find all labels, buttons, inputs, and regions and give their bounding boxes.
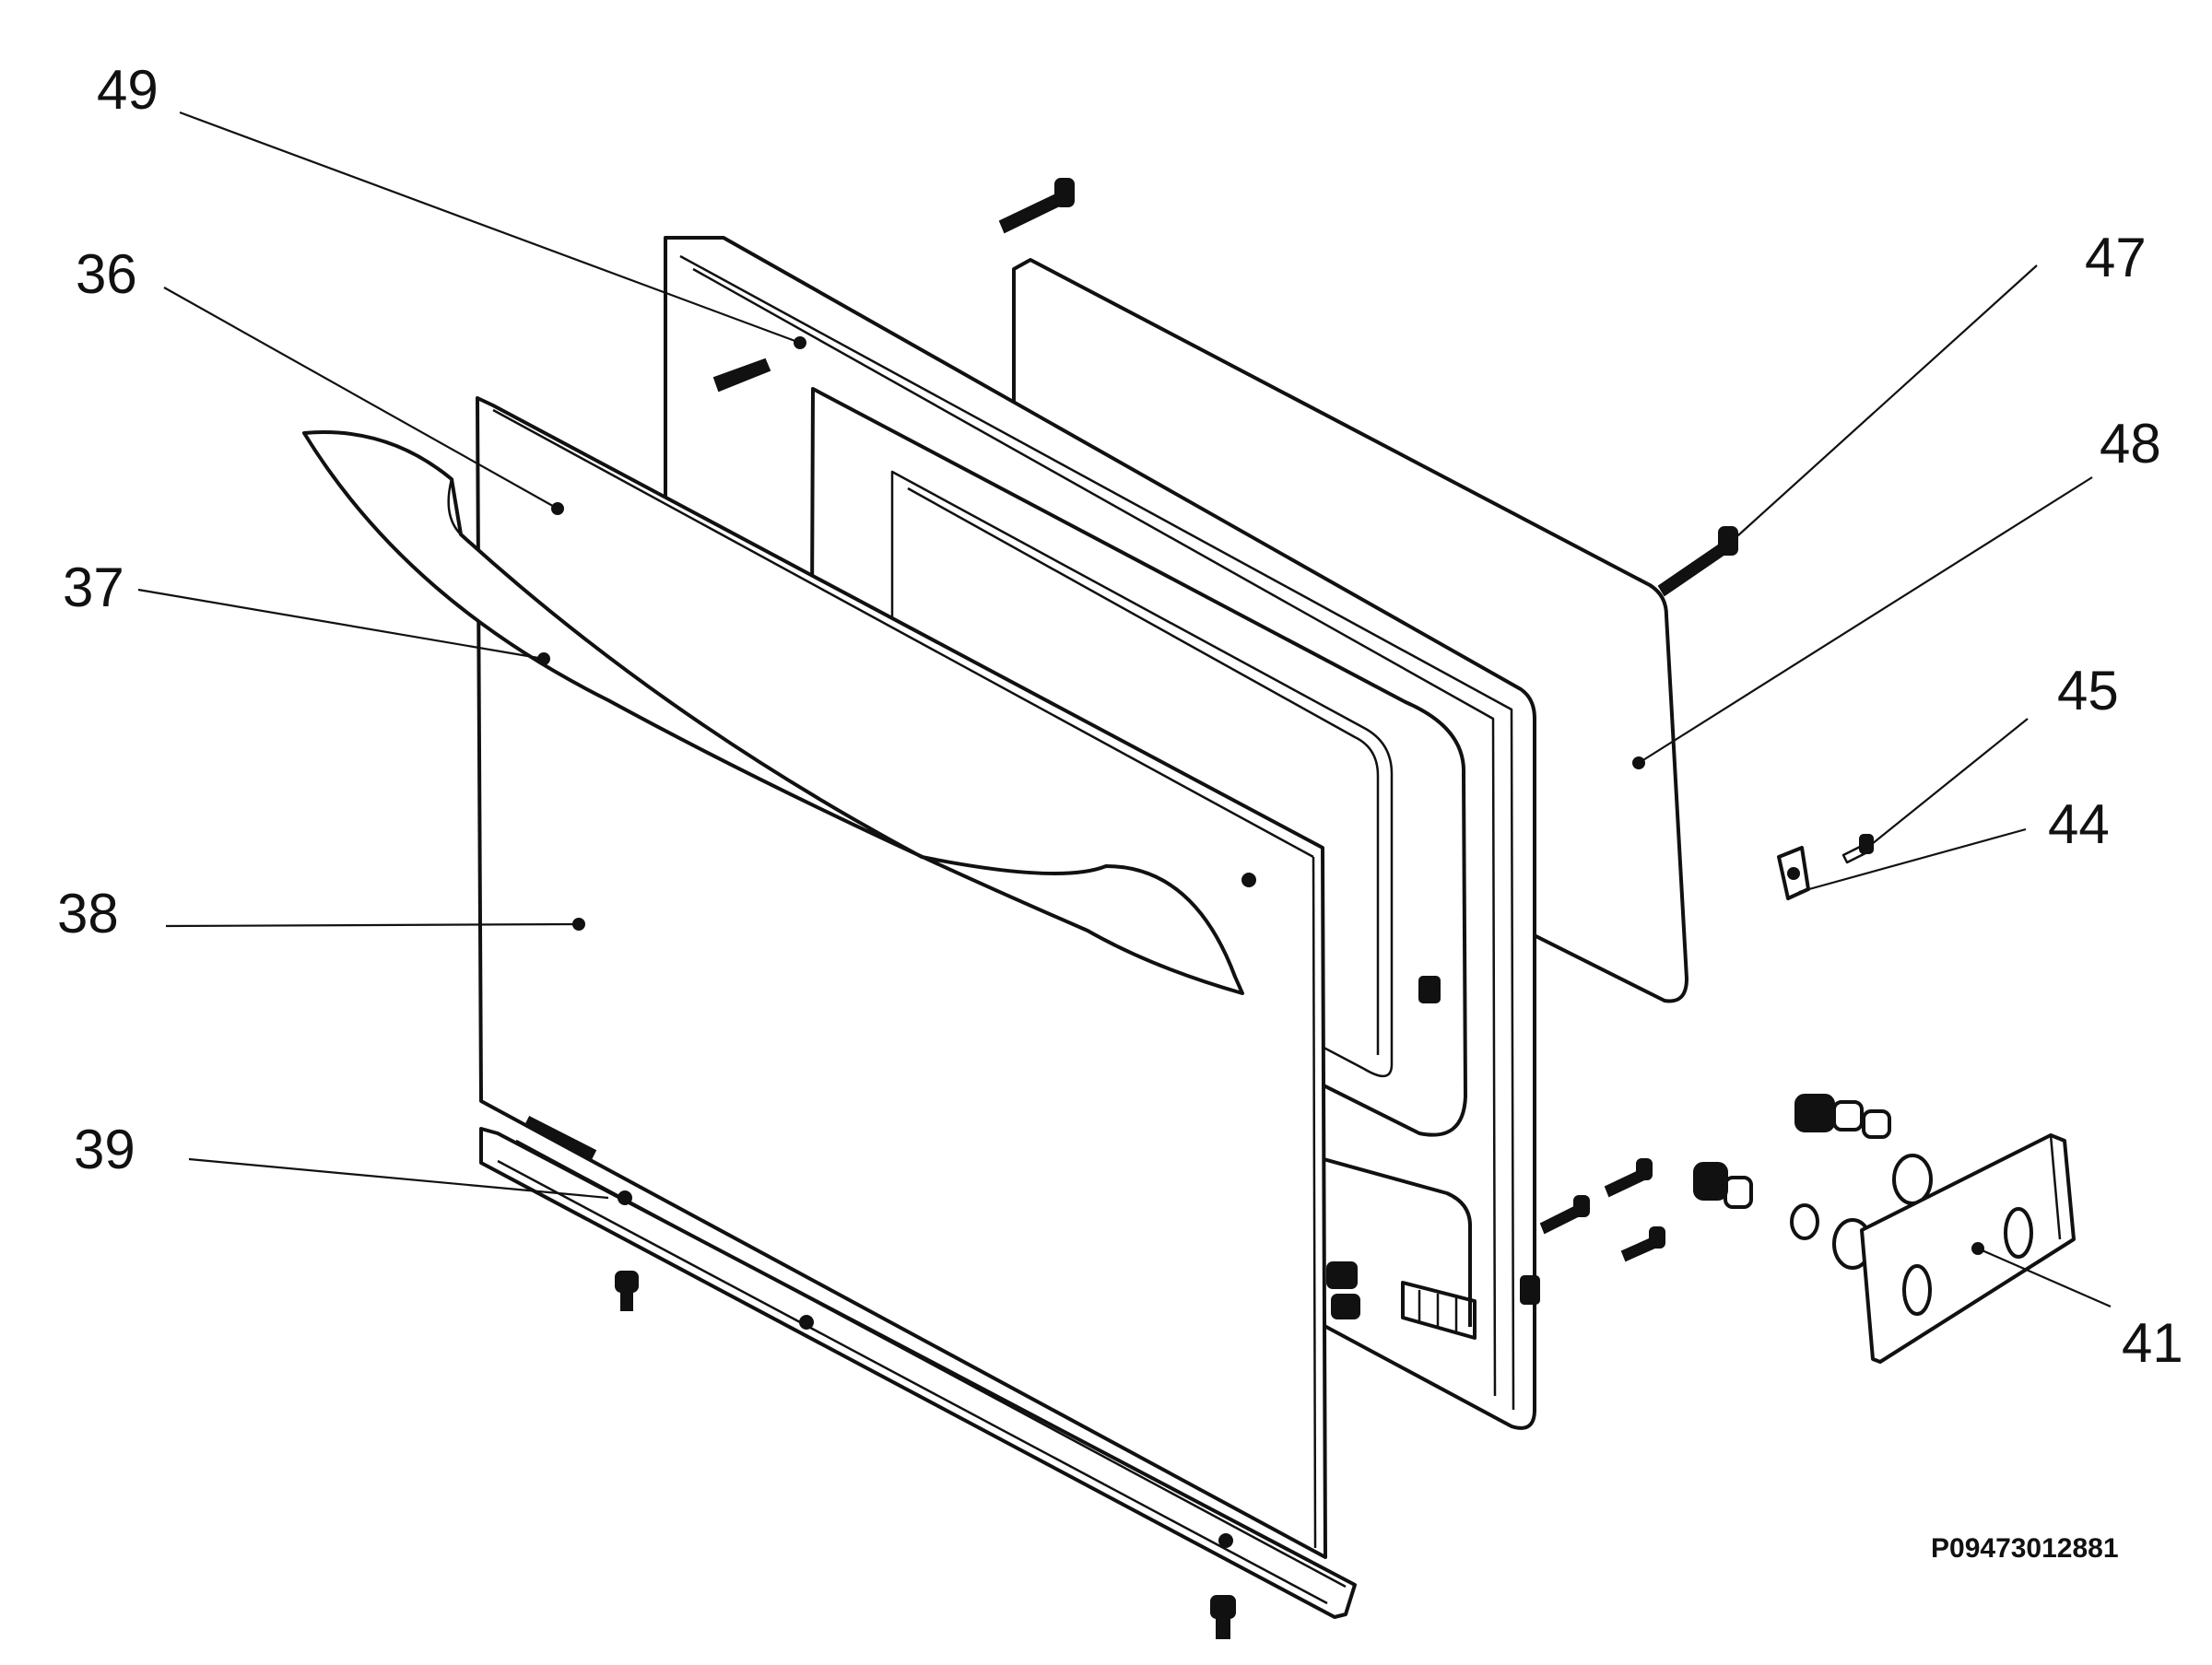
callout-44: 44 bbox=[2048, 793, 2110, 855]
callout-48: 48 bbox=[2100, 413, 2161, 475]
hinge-plate bbox=[1860, 1133, 2076, 1364]
callout-49: 49 bbox=[97, 59, 159, 121]
screw-top bbox=[998, 178, 1075, 234]
hinge-hardware bbox=[1693, 1094, 1933, 1270]
callout-45: 45 bbox=[2057, 660, 2119, 721]
callout-37: 37 bbox=[63, 557, 124, 618]
part-code: P09473012881 bbox=[1931, 1533, 2119, 1564]
bottom-trim-strip bbox=[479, 1116, 1357, 1619]
callout-47: 47 bbox=[2085, 227, 2147, 288]
door-handle bbox=[302, 430, 1256, 995]
callout-38: 38 bbox=[57, 883, 119, 944]
callout-41: 41 bbox=[2122, 1312, 2183, 1374]
callout-36: 36 bbox=[76, 243, 137, 305]
screw-bottom-right bbox=[1210, 1595, 1236, 1639]
callout-39: 39 bbox=[74, 1119, 135, 1180]
leader-lines bbox=[137, 111, 2112, 1308]
screw-bottom-left bbox=[615, 1271, 639, 1311]
outer-door-panel bbox=[476, 396, 1327, 1559]
part-45-screw bbox=[1841, 834, 1874, 864]
screw-47 bbox=[1657, 526, 1738, 597]
screws-hinge-area bbox=[1539, 1158, 1665, 1262]
